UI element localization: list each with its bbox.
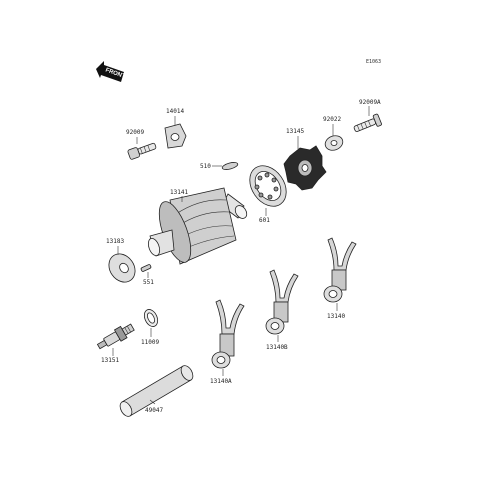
part-label-11009: 11009 (141, 339, 159, 346)
part-label-49047: 49047 (145, 407, 163, 414)
part-label-13141: 13141 (170, 189, 188, 196)
shift-fork-13140a-icon (211, 299, 245, 369)
pin-551-icon (140, 264, 152, 272)
shift-drum-13141-icon (147, 187, 248, 265)
part-label-92009: 92009 (126, 129, 144, 136)
part-label-13140a: 13140A (210, 378, 232, 385)
pin-510-icon (221, 162, 239, 170)
part-label-13183: 13183 (106, 238, 124, 245)
part-label-92022: 92022 (323, 116, 341, 123)
star-plate-13145-icon (283, 145, 327, 191)
part-label-510: 510 (200, 163, 211, 170)
switch-13151-icon (96, 323, 135, 350)
plate-14014-icon (164, 123, 187, 149)
part-label-551: 551 (143, 279, 154, 286)
bolt-92009-icon (127, 142, 157, 160)
bolt-92009a-icon (353, 113, 382, 132)
part-label-13140b: 13140B (266, 344, 288, 351)
shift-fork-13140b-icon (265, 269, 299, 335)
front-arrow-icon: FRONT (96, 61, 126, 82)
part-label-14014: 14014 (166, 108, 184, 115)
shift-fork-13140-icon (323, 237, 357, 303)
part-label-92009a: 92009A (359, 99, 381, 106)
gasket-11009-icon (143, 309, 159, 327)
fork-shaft-49047-icon (119, 365, 194, 417)
part-label-13140: 13140 (327, 313, 345, 320)
bearing-601-icon (249, 165, 287, 207)
washer-92022-icon (324, 135, 344, 151)
plate-13183-icon (108, 253, 136, 283)
drawing-code: E1063 (366, 59, 381, 65)
leader-49047 (149, 399, 156, 405)
part-label-13145: 13145 (286, 128, 304, 135)
part-label-13151: 13151 (101, 357, 119, 364)
part-label-601: 601 (259, 217, 270, 224)
